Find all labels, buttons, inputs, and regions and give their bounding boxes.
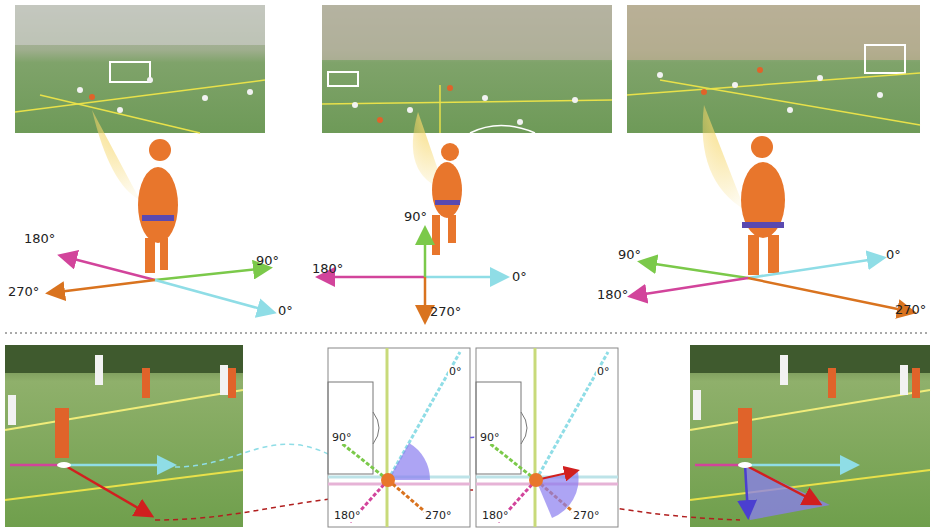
angle-label: 90° xyxy=(479,432,501,444)
angle-label: 270° xyxy=(430,305,461,319)
angle-label: 180° xyxy=(24,232,55,246)
angle-label: 180° xyxy=(481,510,510,522)
angle-label: 90° xyxy=(256,254,279,268)
angle-label: 270° xyxy=(895,303,926,317)
angle-label: 90° xyxy=(404,210,427,224)
angle-label: 90° xyxy=(618,248,641,262)
angle-label: 0° xyxy=(512,270,527,284)
angle-label: 0° xyxy=(886,248,901,262)
angle-label: 0° xyxy=(448,366,463,378)
angle-label: 90° xyxy=(331,432,353,444)
angle-label: 180° xyxy=(333,510,362,522)
angle-label: 0° xyxy=(278,304,293,318)
angle-label: 270° xyxy=(572,510,601,522)
angle-label: 270° xyxy=(424,510,453,522)
angle-label: 270° xyxy=(8,285,39,299)
angle-label: 180° xyxy=(597,288,628,302)
angle-label: 0° xyxy=(596,366,611,378)
angle-label: 180° xyxy=(312,262,343,276)
